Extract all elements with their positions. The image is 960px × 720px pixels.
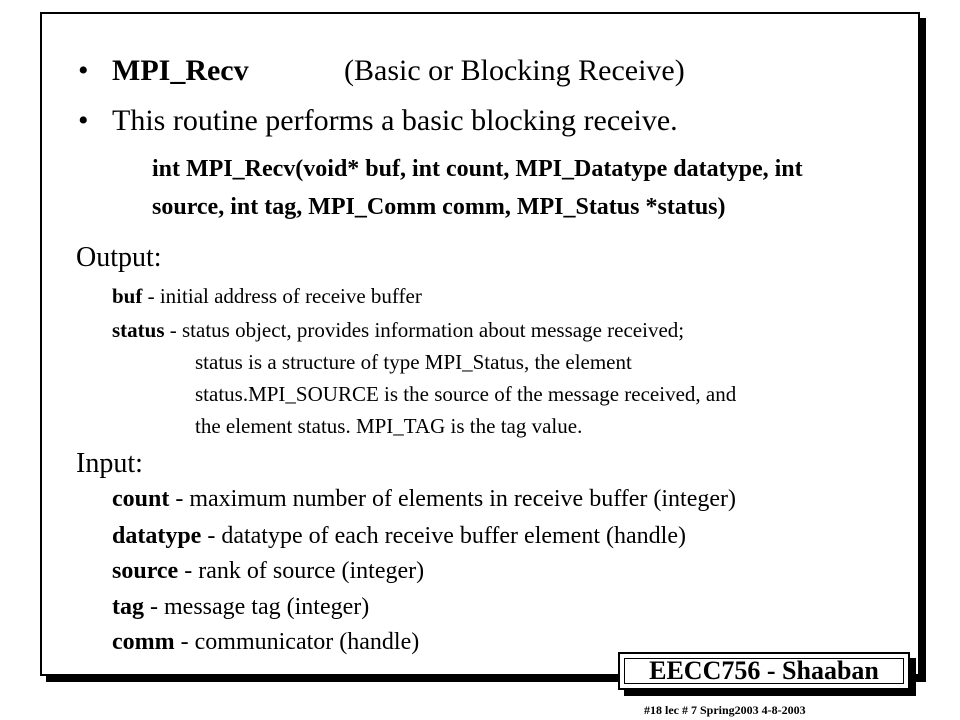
param-term: datatype bbox=[112, 523, 202, 549]
slide-footer: #18 lec # 7 Spring2003 4-8-2003 bbox=[644, 703, 806, 717]
param-desc: - initial address of receive buffer bbox=[142, 284, 422, 308]
course-badge-label: EECC756 - Shaaban bbox=[649, 656, 879, 685]
title-description: (Basic or Blocking Receive) bbox=[344, 54, 685, 87]
input-item-comm: comm - communicator (handle) bbox=[112, 629, 419, 656]
output-item-status: status - status object, provides informa… bbox=[112, 318, 684, 343]
param-desc: - datatype of each receive buffer elemen… bbox=[201, 523, 686, 549]
input-item-datatype: datatype - datatype of each receive buff… bbox=[112, 523, 686, 550]
status-detail-line: status is a structure of type MPI_Status… bbox=[195, 350, 632, 374]
param-desc: - status object, provides information ab… bbox=[164, 318, 685, 342]
input-item-tag: tag - message tag (integer) bbox=[112, 594, 369, 621]
slide-title: MPI_Recv (Basic or Blocking Receive) bbox=[112, 54, 685, 88]
param-term: status bbox=[112, 318, 165, 342]
param-term: comm bbox=[112, 629, 175, 655]
param-term: source bbox=[112, 558, 179, 584]
param-term: count bbox=[112, 486, 170, 512]
signature-line-1: int MPI_Recv(void* buf, int count, MPI_D… bbox=[152, 156, 803, 182]
param-desc: - rank of source (integer) bbox=[178, 558, 425, 584]
intro-text: This routine performs a basic blocking r… bbox=[112, 104, 678, 137]
param-term: buf bbox=[112, 284, 143, 308]
course-badge: EECC756 - Shaaban bbox=[618, 652, 910, 690]
param-desc: - communicator (handle) bbox=[174, 629, 420, 655]
output-item-buf: buf - initial address of receive buffer bbox=[112, 284, 422, 309]
input-heading: Input: bbox=[76, 448, 143, 479]
param-desc: - message tag (integer) bbox=[144, 594, 370, 620]
param-term: tag bbox=[112, 594, 144, 620]
course-badge-inner-border bbox=[624, 658, 904, 684]
output-heading: Output: bbox=[76, 242, 162, 273]
status-detail-line: the element status. MPI_TAG is the tag v… bbox=[195, 414, 583, 438]
param-desc: - maximum number of elements in receive … bbox=[169, 486, 737, 512]
input-item-source: source - rank of source (integer) bbox=[112, 558, 424, 585]
bullet-dot: • bbox=[78, 104, 89, 137]
bullet-dot: • bbox=[78, 54, 89, 87]
signature-line-2: source, int tag, MPI_Comm comm, MPI_Stat… bbox=[152, 194, 726, 220]
input-item-count: count - maximum number of elements in re… bbox=[112, 486, 736, 513]
status-detail-line: status.MPI_SOURCE is the source of the m… bbox=[195, 382, 737, 406]
slide-frame: • MPI_Recv(Basic or Blocking Receive) • … bbox=[40, 12, 920, 676]
title-keyword: MPI_Recv bbox=[112, 54, 249, 87]
